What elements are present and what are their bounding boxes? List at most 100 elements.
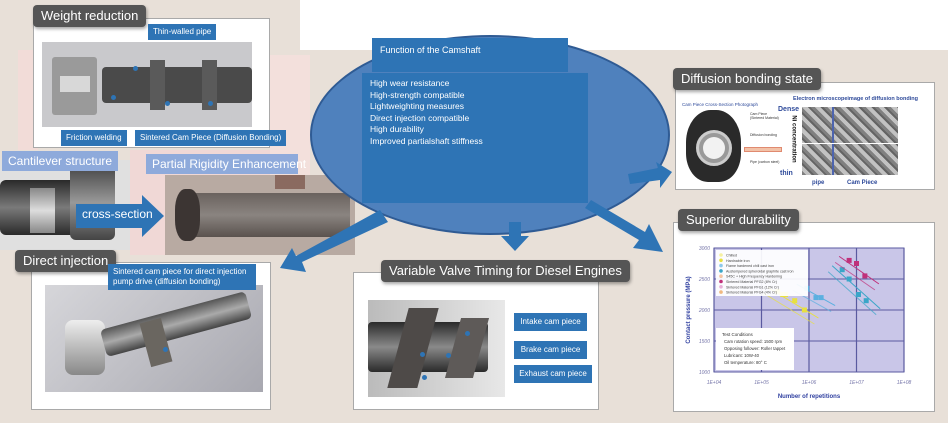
callout-dot	[422, 375, 427, 380]
direct-injection-callout: Sintered cam piece for direct injection …	[108, 264, 256, 290]
legend-marker	[719, 290, 723, 294]
y-tick-label: 3000	[699, 246, 710, 252]
em-title: Electron microscopeimage of diffusion bo…	[793, 96, 918, 102]
function-item: High-strength compatible	[370, 89, 465, 100]
annotation-title: Test Conditions	[722, 332, 754, 337]
legend-marker	[719, 258, 723, 263]
callout-dot	[420, 352, 425, 357]
callout-dot	[446, 353, 451, 358]
direct-injection-callout-text: Sintered cam piece for direct injection …	[113, 267, 247, 286]
electron-microscope-image	[802, 107, 898, 175]
legend-marker	[719, 285, 723, 289]
legend-label: Flame hardened chill cast iron	[726, 264, 774, 268]
durability-chart: 1E+04 1E+05 1E+06 1E+07 1E+08 3000 2500 2000 150…	[686, 246, 912, 400]
thin-walled-pipe-callout: Thin-walled pipe	[148, 24, 217, 40]
data-point	[846, 276, 852, 282]
x-tick-label: 1E+04	[707, 380, 722, 386]
legend-label: S45C + High Frequency Hardening	[726, 275, 782, 279]
cantilever-structure-label: Cantilever structure	[2, 151, 119, 171]
sintered-cam-piece-callout: Sintered Cam Piece (Diffusion Bonding)	[135, 130, 287, 146]
callout-dot	[111, 95, 116, 100]
legend-label: Hardnable iron	[726, 259, 750, 263]
arrow-to-diffusion	[628, 162, 672, 188]
y-tick-label: 1000	[699, 370, 710, 376]
cross-section-label: cross-section	[82, 207, 153, 221]
pointer-arrow	[744, 147, 782, 152]
function-item: Direct injection compatible	[370, 112, 470, 123]
legend-label: Sintered Material PFG2 (8% Cr)	[726, 280, 777, 284]
series-trend-line	[838, 255, 880, 285]
thin-walled-pipe-photo	[42, 42, 252, 127]
callout-dot	[133, 66, 138, 71]
data-point	[818, 295, 824, 301]
arrow-to-durability	[585, 200, 663, 252]
function-item: High wear resistance	[370, 78, 450, 88]
vvt-camshaft-photo	[368, 300, 505, 397]
annotation-line: Oil temperature: 80° C	[724, 360, 767, 365]
x-axis-label: Number of repetitions	[778, 394, 841, 400]
cam-piece-label: Cam Piece	[847, 180, 878, 186]
x-tick-label: 1E+08	[897, 380, 912, 386]
data-point	[863, 298, 869, 304]
function-item: High durability	[370, 124, 424, 134]
data-point	[854, 261, 859, 266]
legend-label: Chilled	[726, 254, 737, 258]
legend-label: Austempered spheroidal graphite cast iro…	[726, 269, 794, 273]
weight-reduction-tag: Weight reduction	[33, 5, 147, 27]
legend-marker	[719, 263, 723, 268]
function-title: Function of the Camshaft	[372, 38, 568, 72]
pipe-label: pipe	[812, 180, 825, 186]
concentration-label: Ni concentration	[790, 115, 797, 163]
x-tick-label: 1E+06	[802, 380, 817, 386]
legend-marker	[719, 269, 723, 273]
legend-marker	[719, 253, 723, 257]
annotation-line: Lubricant: 10W-40	[724, 353, 760, 358]
direct-injection-camshaft-photo	[45, 285, 263, 392]
cam-label: Pipe (carbon steel)	[750, 160, 780, 164]
x-tick-label: 1E+07	[849, 380, 864, 386]
callout-dot	[163, 347, 168, 352]
friction-welding-callout: Friction welding	[61, 130, 127, 146]
cam-cross-section-photo	[686, 110, 741, 182]
data-point	[813, 295, 819, 301]
legend-label: Sintered Material PFG4 (4% Cr)	[726, 291, 777, 295]
data-point	[862, 273, 868, 279]
cam-label: Cam Piece (Sintered Material)	[750, 112, 779, 120]
legend-box	[716, 250, 808, 296]
data-point	[846, 257, 852, 263]
dense-label: Dense	[778, 106, 800, 113]
diffusion-tag: Diffusion bonding state	[673, 68, 822, 90]
callout-dot	[208, 101, 213, 106]
callout-dot	[465, 331, 470, 336]
callout-dot	[165, 101, 170, 106]
data-point	[839, 267, 845, 273]
y-axis-label: Contact pressure (MPa)	[686, 276, 692, 343]
brake-cam-callout: Brake cam piece	[514, 341, 587, 359]
arrow-to-vvt	[501, 222, 529, 251]
cross-section-arrow	[76, 195, 164, 237]
function-item: Improved partialshaft stiffness	[370, 135, 483, 146]
y-tick-label: 2500	[698, 277, 710, 283]
series-trend-line	[827, 271, 877, 316]
annotation-line: Cam rotation speed: 1500 rpm	[724, 339, 782, 344]
arrow-to-direct-injection	[280, 210, 388, 272]
exhaust-cam-callout: Exhaust cam piece	[514, 365, 592, 383]
series-trend-line	[834, 261, 876, 291]
legend-marker	[719, 279, 723, 284]
legend-label: Sintered Material PFG1 (12% Cr)	[726, 285, 779, 289]
direct-injection-tag: Direct injection	[15, 250, 117, 272]
cam-label: Diffusion bonding	[750, 133, 777, 137]
y-tick-label: 1500	[699, 339, 710, 345]
legend-marker	[719, 274, 723, 278]
intake-cam-callout: Intake cam piece	[514, 313, 587, 331]
thin-label: thin	[780, 170, 793, 177]
data-point	[792, 298, 798, 304]
durability-tag: Superior durability	[678, 209, 799, 231]
function-item: Lightweighting measures	[370, 101, 465, 111]
x-tick-label: 1E+05	[754, 380, 769, 386]
data-point	[801, 307, 807, 313]
vvt-tag: Variable Valve Timing for Diesel Engines	[381, 260, 630, 282]
series-trend-line	[763, 292, 815, 325]
annotation-box	[716, 328, 794, 370]
y-tick-label: 2000	[698, 308, 710, 314]
